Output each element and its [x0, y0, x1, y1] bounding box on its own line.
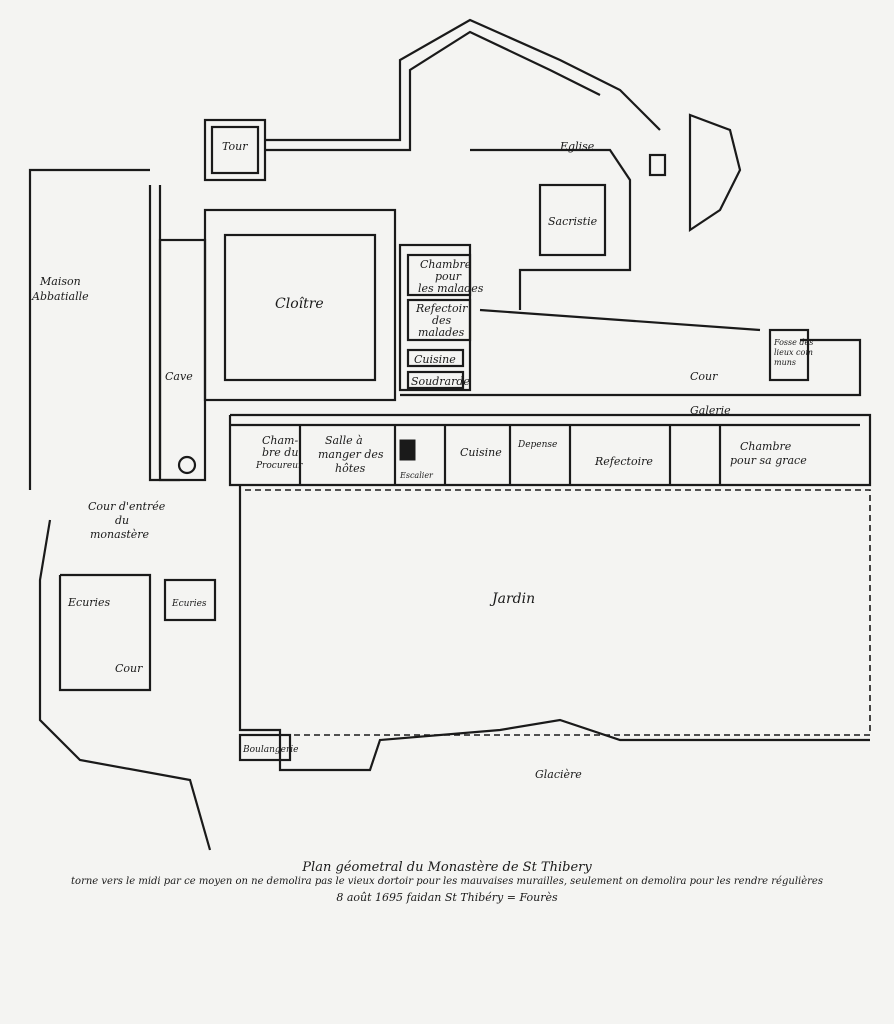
label-refectoir-malades: malades	[418, 326, 465, 339]
label-glaciere: Glacière	[535, 768, 582, 781]
label-cour-bas: Cour	[115, 662, 143, 675]
caption-title: Plan géometral du Monastère de St Thiber…	[302, 860, 592, 875]
label-cuisine-haut: Cuisine	[414, 353, 456, 366]
label-fosse: lieux com	[774, 348, 813, 357]
label-chambre-procureur: bre du	[262, 446, 298, 459]
label-cour-entree: Cour d'entrée	[88, 500, 166, 513]
label-boulangerie: Boulangerie	[242, 745, 298, 755]
label-chambre-grace: pour sa grace	[730, 454, 807, 467]
label-cour-entree: monastère	[90, 528, 150, 541]
label-jardin: Jardin	[489, 591, 535, 607]
label-maison: Abbatialle	[31, 290, 89, 303]
plan-labels: Tour Eglise Sacristie Maison Abbatialle …	[31, 140, 813, 781]
label-cuisine: Cuisine	[460, 446, 502, 459]
label-escalier: Escalier	[399, 471, 434, 480]
label-tour: Tour	[222, 140, 248, 153]
label-cave: Cave	[165, 370, 193, 383]
label-chambre-procureur: Cham-	[262, 434, 298, 447]
label-soudrarde: Soudrarde	[411, 375, 470, 388]
label-refectoir-malades: des	[432, 314, 452, 327]
label-galerie: Galerie	[690, 404, 731, 417]
label-chambre-malades: les malades	[418, 282, 484, 295]
plan-walls	[28, 18, 872, 851]
label-ecuries-2: Ecuries	[171, 599, 207, 609]
label-chambre-malades: Chambre	[420, 258, 472, 271]
label-cour-entree: du	[115, 514, 129, 527]
label-refectoire: Refectoire	[594, 455, 653, 468]
label-cloitre: Cloître	[275, 296, 324, 312]
label-chambre-grace: Chambre	[740, 440, 792, 453]
caption-line-3: 8 août 1695 faidan St Thibéry = Fourès	[336, 891, 558, 904]
label-refectoir-malades: Refectoir	[415, 302, 468, 315]
label-ecuries-1: Ecuries	[67, 596, 111, 609]
label-sacristie: Sacristie	[548, 215, 598, 228]
label-salle: hôtes	[335, 462, 366, 475]
label-chambre-procureur: Procureur	[255, 461, 303, 471]
label-fosse: Fosse des	[773, 338, 813, 347]
label-salle: manger des	[318, 448, 384, 461]
label-depense: Depense	[517, 440, 557, 450]
label-salle: Salle à	[325, 434, 363, 447]
label-eglise: Eglise	[559, 140, 595, 153]
label-cour-haut: Cour	[690, 370, 718, 383]
label-maison: Maison	[39, 275, 81, 288]
caption-line-2: torne vers le midi par ce moyen on ne de…	[71, 876, 823, 887]
label-fosse: muns	[774, 358, 796, 367]
label-chambre-malades: pour	[435, 270, 462, 283]
